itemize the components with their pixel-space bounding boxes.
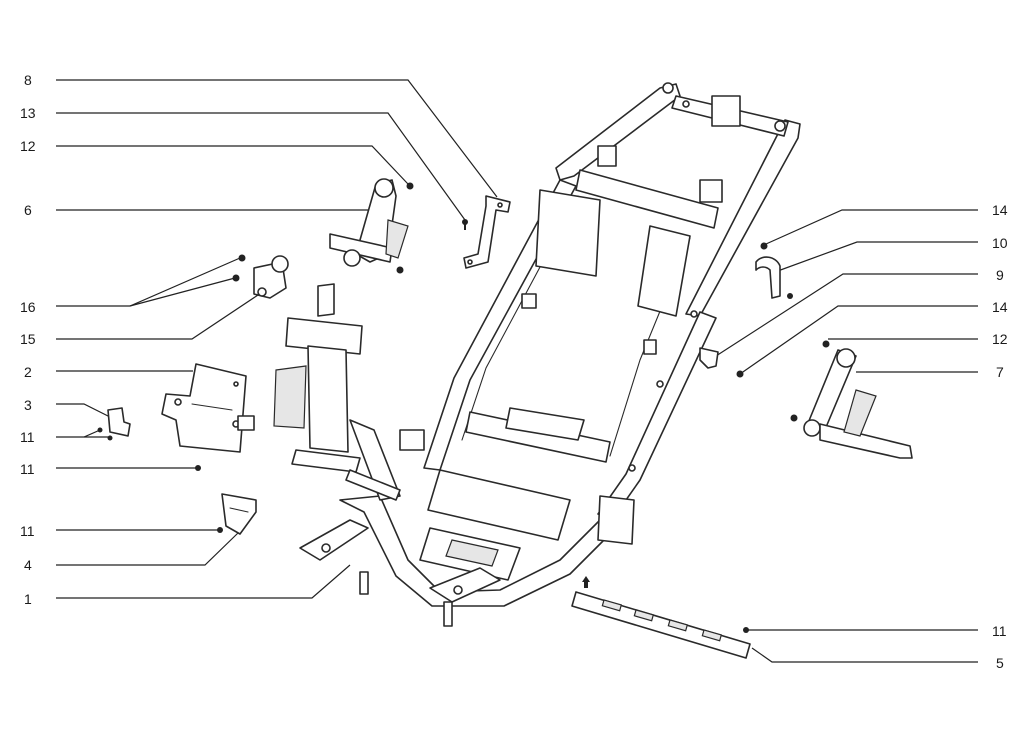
clamp-part-10 <box>755 256 793 299</box>
callout-15: 15 <box>20 294 259 347</box>
callout-label-14-bottom: 14 <box>992 299 1008 315</box>
bolts-part-16 <box>232 254 246 282</box>
bolt-part-13 <box>462 219 468 230</box>
callout-label-12-left: 12 <box>20 138 36 154</box>
callout-11-b: 11 <box>20 461 196 477</box>
main-frame-part-1 <box>273 82 801 627</box>
callout-label-11-b: 11 <box>20 461 35 477</box>
cover-part-4 <box>221 493 257 535</box>
callout-2: 2 <box>24 364 193 380</box>
engine-mount-arm-part-7 <box>790 340 913 459</box>
bolt-part-12-left <box>406 182 414 190</box>
callout-label-3: 3 <box>24 397 32 413</box>
callout-4: 4 <box>24 532 239 573</box>
callout-label-10: 10 <box>992 235 1008 251</box>
callout-label-13: 13 <box>20 105 36 121</box>
bolt-part-11-b <box>195 465 201 471</box>
callout-5: 5 <box>751 647 1004 671</box>
bolt-part-14-top <box>760 242 768 250</box>
callout-label-11-a: 11 <box>20 429 35 445</box>
callout-label-5: 5 <box>996 655 1004 671</box>
callout-3: 3 <box>24 397 113 419</box>
callout-12-left: 12 <box>20 138 409 185</box>
callout-12-right: 12 <box>828 331 1008 347</box>
callout-label-11-d: 11 <box>992 623 1007 639</box>
callout-14-bottom: 14 <box>739 299 1008 375</box>
long-bar-part-5 <box>571 576 751 659</box>
callout-10: 10 <box>774 235 1008 273</box>
callout-label-11-c: 11 <box>20 523 35 539</box>
callout-label-7: 7 <box>996 364 1004 380</box>
callout-11-a: 11 <box>20 429 108 445</box>
bolts-part-11-a <box>97 427 113 441</box>
bolt-part-11-d <box>743 627 749 633</box>
callout-label-15: 15 <box>20 331 36 347</box>
callout-14-top: 14 <box>765 202 1008 245</box>
callout-label-2: 2 <box>24 364 32 380</box>
callout-11-d: 11 <box>746 623 1007 639</box>
callout-6: 6 <box>24 202 376 218</box>
callout-16: 16 <box>20 257 241 315</box>
bracket-part-9 <box>699 347 719 369</box>
callout-label-8: 8 <box>24 72 32 88</box>
callout-label-12-right: 12 <box>992 331 1008 347</box>
callout-9: 9 <box>715 267 1004 357</box>
mounting-plate-part-2 <box>161 363 255 453</box>
callout-1: 1 <box>24 564 351 607</box>
callout-8: 8 <box>24 72 498 198</box>
callout-label-6: 6 <box>24 202 32 218</box>
small-bracket-part-3 <box>107 407 131 437</box>
callout-7: 7 <box>856 364 1004 380</box>
stand-pivot-part-15 <box>253 255 289 299</box>
callout-label-16: 16 <box>20 299 36 315</box>
callout-11-c: 11 <box>20 523 218 539</box>
callout-label-14-top: 14 <box>992 202 1008 218</box>
callout-13: 13 <box>20 105 466 221</box>
bracket-part-8 <box>463 195 511 269</box>
callout-label-9: 9 <box>996 267 1004 283</box>
engine-mount-arm-part-6 <box>329 178 409 274</box>
callout-label-4: 4 <box>24 557 32 573</box>
callout-label-1: 1 <box>24 591 32 607</box>
bolt-part-14-bottom <box>736 370 744 378</box>
bolt-part-11-c <box>217 527 223 533</box>
